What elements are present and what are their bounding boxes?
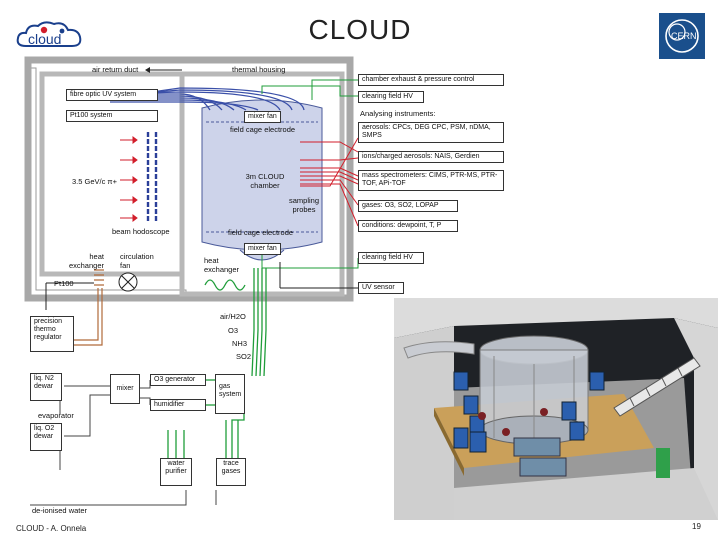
thermal-housing <box>24 56 354 302</box>
footer-author: CLOUD - A. Onnela <box>16 524 87 533</box>
label-gas-nh3: NH3 <box>232 339 248 348</box>
box-pt100-system: Pt100 system <box>66 110 158 122</box>
label-field-cage-top: field cage electrode <box>230 125 296 134</box>
label-deionised-water: de-ionised water <box>32 506 88 515</box>
box-chamber-exhaust: chamber exhaust & pressure control <box>358 74 504 86</box>
gas-feed-lines <box>167 268 267 460</box>
cern-logo-text: CERN <box>671 31 697 41</box>
label-heat-exchanger-inner: heat exchanger <box>204 256 240 274</box>
label-beam: 3.5 GeV/c π+ <box>72 177 117 186</box>
label-field-cage-bottom: field cage electrode <box>228 228 294 237</box>
box-mixer-fan-top: mixer fan <box>244 111 281 123</box>
beam-arrows <box>120 136 138 222</box>
slide-title: CLOUD <box>308 14 412 45</box>
box-precision-regulator: precision thermo regulator <box>30 316 74 352</box>
render-illustration <box>394 298 718 520</box>
inner-partition <box>39 71 185 277</box>
box-ions: ions/charged aerosols: NAIS, Gerdien <box>358 151 504 163</box>
cloud-logo-icon <box>16 21 82 47</box>
brown-regulator-lines <box>74 269 104 346</box>
box-mixer-fan-bottom: mixer fan <box>244 243 281 255</box>
label-evaporator: evaporator <box>38 411 74 420</box>
label-chamber: 3m CLOUD chamber <box>245 172 285 190</box>
label-gas-o3: O3 <box>228 326 239 335</box>
label-circulation-fan: circulation fan <box>120 252 154 270</box>
cloud-logo: cloud <box>14 18 86 52</box>
box-clearing-field-hv-top: clearing field HV <box>358 91 424 103</box>
cloud-3d-render <box>394 298 718 520</box>
box-fibre-optic: fibre optic UV system <box>66 89 158 101</box>
label-gas-so2: SO2 <box>236 352 252 361</box>
box-mixer: mixer <box>110 374 140 404</box>
cern-logo: CERN <box>658 12 706 60</box>
box-conditions: conditions: dewpoint, T, P <box>358 220 458 232</box>
cloud-logo-text: cloud <box>28 31 62 47</box>
cern-logo-icon <box>659 13 705 59</box>
label-thermal-housing: thermal housing <box>232 65 286 74</box>
box-ln2-dewar: liq. N2 dewar <box>30 373 62 401</box>
label-analysing-instruments: Analysing instruments: <box>360 109 436 118</box>
sampling-lines <box>300 137 359 227</box>
box-gas-system: gas system <box>215 374 245 414</box>
box-lo2-dewar: liq. O2 dewar <box>30 423 62 451</box>
box-trace-gases: trace gases <box>216 458 246 486</box>
box-humidifier: humidifier <box>150 399 206 411</box>
label-gas-air-h2o: air/H2O <box>220 312 246 321</box>
label-pt100: Pt100 <box>54 279 74 288</box>
box-mass-spectrometers: mass spectrometers: CIMS, PTR-MS, PTR-TO… <box>358 170 504 191</box>
box-aerosols: aerosols: CPCs, DEG CPC, PSM, nDMA, SMPS <box>358 122 504 143</box>
box-clearing-field-hv-bottom: clearing field HV <box>358 252 424 264</box>
box-uv-sensor: UV sensor <box>358 282 404 294</box>
uv-fibre-lines <box>109 87 305 111</box>
cloud-chamber <box>201 99 323 251</box>
box-water-purifier: water purifier <box>160 458 192 486</box>
label-air-return-duct: air return duct <box>92 65 139 74</box>
label-beam-hodoscope: beam hodoscope <box>112 227 170 236</box>
label-sampling-probes: sampling probes <box>288 196 319 214</box>
label-heat-exchanger: heat exchanger <box>68 252 104 270</box>
box-gases: gases: O3, SO2, LOPAP <box>358 200 458 212</box>
beam-hodoscope <box>146 132 158 222</box>
page-number: 19 <box>692 522 701 531</box>
box-o3-generator: O3 generator <box>150 374 206 386</box>
